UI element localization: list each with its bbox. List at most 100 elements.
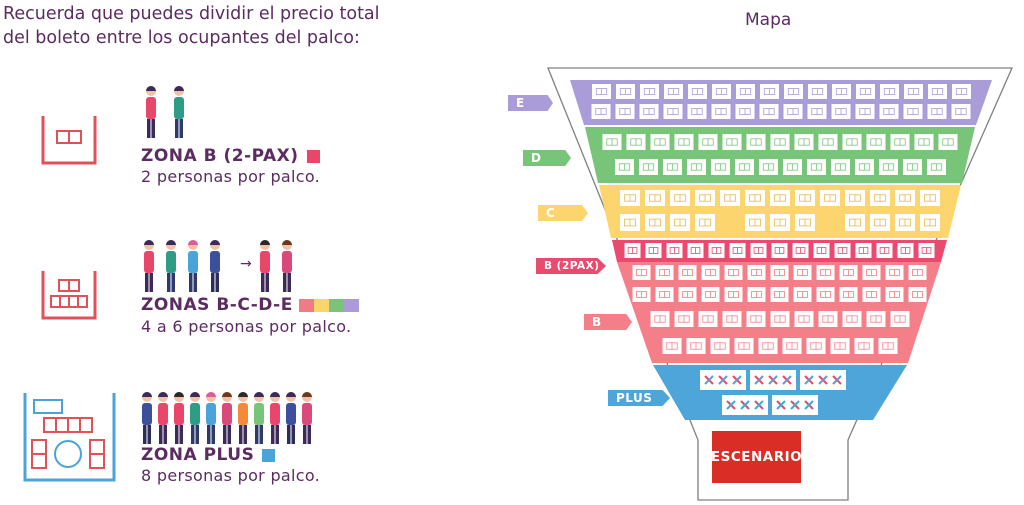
seat-box (760, 84, 779, 99)
section-tag-e[interactable]: E (508, 95, 553, 111)
seat-box (745, 190, 765, 206)
seat-box (724, 287, 743, 302)
section-tag-plus[interactable]: PLUS (608, 390, 670, 406)
seat-box (750, 243, 767, 258)
seat-box (615, 159, 634, 175)
plus-box (750, 370, 796, 390)
seat-box (880, 84, 899, 99)
seat-box (686, 338, 706, 354)
seat-box (674, 134, 694, 150)
zone-color-swatch (262, 448, 276, 462)
seat-box (770, 287, 789, 302)
zone-plus-title: ZONA PLUS (141, 445, 276, 465)
seat-box (770, 311, 790, 327)
seat-box (831, 104, 851, 119)
seat-box (759, 159, 778, 175)
seat-box (813, 243, 830, 258)
seat-box (876, 243, 893, 258)
seat-box (698, 134, 718, 150)
seat-box (640, 84, 659, 99)
seat-box (655, 265, 674, 280)
seat-box (616, 84, 635, 99)
section-tag-b[interactable]: B (584, 314, 632, 330)
person-figure (174, 86, 184, 138)
zone-title-text: ZONAS B-C-D-E (141, 295, 293, 315)
person-figure (238, 392, 248, 444)
person-figure (142, 392, 152, 444)
seat-box (845, 190, 865, 206)
seat-box (770, 265, 789, 280)
section-tag-label: B (2PAX) (544, 260, 600, 272)
seat-box (655, 287, 674, 302)
seat-box (839, 287, 858, 302)
section-tag-b-2pax[interactable]: B (2PAX) (536, 258, 606, 274)
people-crowd-illustration (142, 392, 312, 444)
section-tag-label: B (592, 315, 602, 329)
seat-box (591, 104, 611, 119)
zone-color-swatch (306, 149, 320, 163)
plus-box-icon (23, 393, 116, 482)
seat-box (620, 214, 640, 231)
seat-box (834, 243, 851, 258)
seat-box (870, 190, 890, 206)
seat-box (639, 159, 658, 175)
person-figure (270, 392, 280, 444)
seat-box (890, 134, 910, 150)
plus-box (722, 395, 768, 415)
plus-box (772, 395, 818, 415)
seat-box (862, 287, 881, 302)
person-figure (210, 240, 220, 292)
seat-box (855, 243, 872, 258)
plus-box (700, 370, 746, 390)
seat-box (870, 214, 890, 231)
seat-box (920, 190, 940, 206)
zone-b-2pax-description: 2 personas por palco. (141, 167, 321, 186)
seat-box (816, 287, 835, 302)
section-tag-c[interactable]: C (538, 205, 588, 221)
seat-box (770, 134, 790, 150)
seat-box (866, 134, 886, 150)
seat-box (632, 287, 651, 302)
seat-box (808, 84, 827, 99)
seat-box (674, 311, 694, 327)
section-tag-label: D (531, 151, 542, 165)
arrow-icon: → (240, 256, 252, 272)
seat-box (687, 243, 704, 258)
seat-box (903, 104, 923, 119)
seat-box (734, 338, 754, 354)
seat-box (746, 134, 766, 150)
seat-box (927, 159, 946, 175)
seat-box (666, 243, 683, 258)
seat-box (663, 159, 682, 175)
seat-box (820, 190, 840, 206)
person-figure (260, 240, 270, 292)
seat-box (711, 104, 731, 119)
seat-box (678, 287, 697, 302)
seat-box (664, 84, 683, 99)
seat-box (615, 104, 635, 119)
seat-box (885, 265, 904, 280)
seat-box (862, 265, 881, 280)
zone-b-2pax-title: ZONA B (2-PAX) (141, 146, 320, 166)
person-figure (166, 240, 176, 292)
seat-box (951, 104, 971, 119)
seat-box (735, 104, 755, 119)
seat-box (735, 159, 754, 175)
seat-box (782, 338, 802, 354)
seat-box (747, 265, 766, 280)
seat-box (904, 84, 923, 99)
seat-box (866, 311, 886, 327)
seat-box (662, 338, 682, 354)
seat-box (632, 265, 651, 280)
seat-box (903, 159, 922, 175)
seat-box (832, 84, 851, 99)
person-figure (174, 392, 184, 444)
venue-map (547, 67, 1013, 501)
seat-box (885, 287, 904, 302)
seat-box (830, 338, 850, 354)
person-figure (144, 240, 154, 292)
section-tag-d[interactable]: D (523, 150, 571, 166)
seat-box (645, 190, 665, 206)
person-figure (254, 392, 264, 444)
zone-title-text: ZONA PLUS (141, 445, 255, 465)
